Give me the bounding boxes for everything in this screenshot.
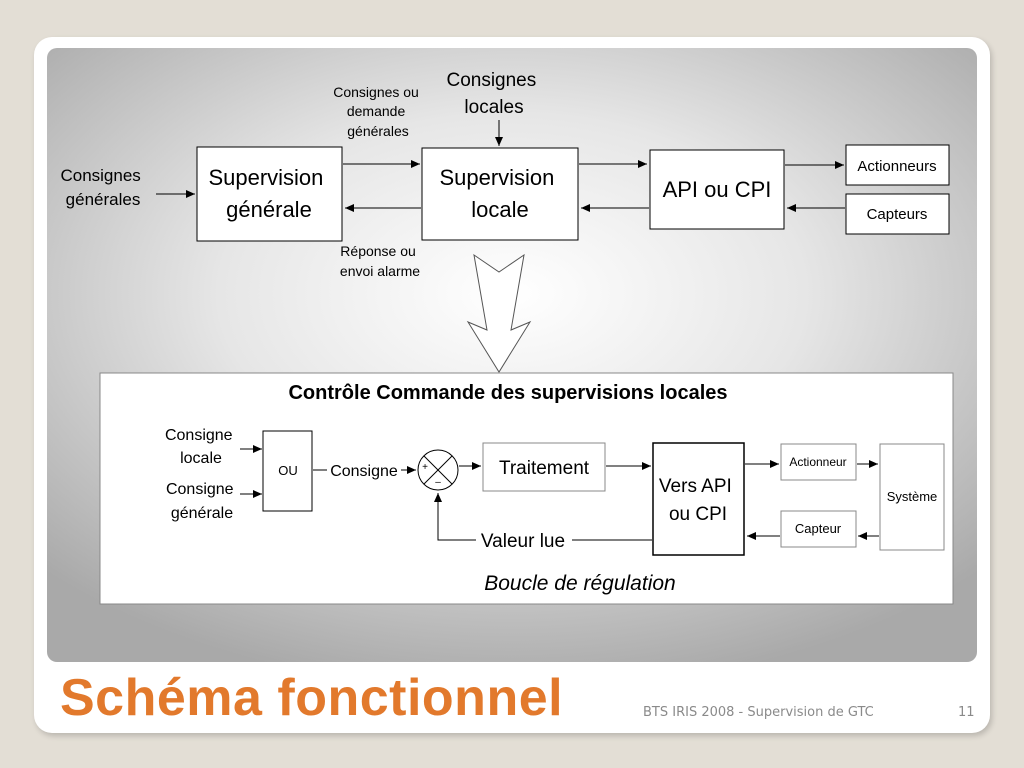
actionneur-box [780,443,857,481]
capteur-box [780,510,857,548]
reponse-alarme-label: Réponse ou envoi alarme [340,243,420,279]
api-cpi-box [649,149,785,230]
actionneur-label: Actionneur [789,455,846,469]
capteurs-box [845,193,950,235]
capteur-label: Capteur [795,521,842,536]
systeme-label: Système [887,489,938,504]
input-local-label: Consignes locales [446,70,541,118]
consigne-generale-label: Consigne générale [166,481,238,522]
comparator-minus: – [435,477,441,488]
systeme-box [879,443,945,551]
supervision-generale-label: Supervision générale [208,165,329,222]
big-down-arrow [466,253,532,373]
input-global-label: Consignes générales [60,166,145,209]
slide-footer: BTS IRIS 2008 - Supervision de GTC [643,705,874,720]
comparator-plus: + [422,462,428,473]
api-cpi-label: API ou CPI [663,177,772,202]
top-diagram: Consignes générales Supervision générale… [60,70,950,279]
supervision-locale-box [421,147,579,241]
comparator-cross-b [423,455,453,485]
traitement-box [482,442,606,492]
ou-box [262,430,313,512]
consignes-ou-demande-label: Consignes ou demande générales [333,84,423,139]
consigne-signal-label: Consigne [330,463,398,480]
capteurs-label: Capteurs [867,206,928,223]
supervision-generale-box [196,146,343,242]
traitement-label: Traitement [499,458,590,479]
actionneurs-box [845,144,950,186]
actionneurs-label: Actionneurs [857,158,936,175]
bottom-diagram-title: Contrôle Commande des supervisions local… [288,382,727,404]
feedback-line-to-comparator [434,493,476,541]
boucle-regulation-caption: Boucle de régulation [484,572,675,595]
slide-title: Schéma fonctionnel [60,669,564,727]
bottom-diagram: Contrôle Commande des supervisions local… [99,372,954,605]
vers-api-box [652,442,745,556]
page-number: 11 [958,705,975,720]
ou-label: OU [278,463,298,478]
vers-api-label: Vers API ou CPI [659,476,737,525]
supervision-locale-label: Supervision locale [439,165,560,222]
consigne-locale-label: Consigne locale [165,427,237,467]
valeur-lue-label: Valeur lue [481,531,565,552]
